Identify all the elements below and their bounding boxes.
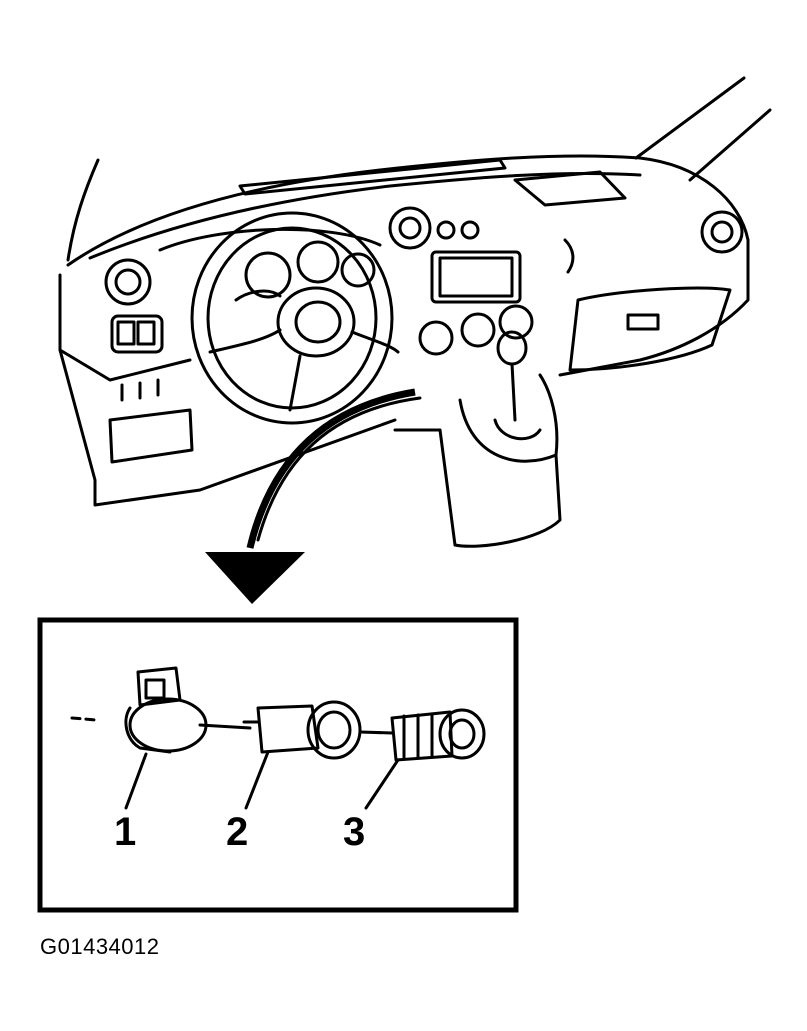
windshield-pillar-left — [66, 158, 100, 262]
retainer-part — [124, 666, 208, 754]
center-console — [453, 398, 562, 548]
radio-display — [430, 250, 522, 304]
leader-2 — [244, 750, 270, 810]
defroster-vent — [238, 158, 507, 196]
dashboard-face — [58, 273, 397, 507]
right-air-vent — [700, 210, 744, 254]
steering-wheel-hub — [276, 286, 356, 358]
leader-1 — [124, 752, 148, 810]
dashboard-top — [66, 154, 750, 267]
leader-3 — [364, 758, 400, 810]
socket-part — [242, 700, 362, 760]
detail-frame — [37, 617, 519, 913]
center-vent — [388, 206, 432, 250]
climate-knob-center — [460, 312, 496, 348]
right-defroster — [513, 170, 627, 207]
element-part — [390, 708, 486, 762]
glovebox — [568, 286, 732, 372]
location-arrow-line — [256, 396, 422, 542]
figure-code: G01434012 — [40, 934, 160, 959]
windshield-pillar-right — [634, 76, 746, 160]
switch-panel — [110, 314, 164, 354]
steering-wheel-rim — [190, 211, 394, 425]
assembly-axis — [70, 716, 98, 722]
callout-2: 2 — [226, 810, 249, 854]
location-arrow-head — [205, 552, 305, 604]
storage-pocket — [108, 408, 194, 464]
left-air-vent — [104, 258, 152, 306]
callout-1: 1 — [114, 810, 137, 854]
callout-3: 3 — [343, 810, 366, 854]
climate-knob-left — [418, 320, 454, 356]
climate-knob-right — [498, 304, 534, 340]
